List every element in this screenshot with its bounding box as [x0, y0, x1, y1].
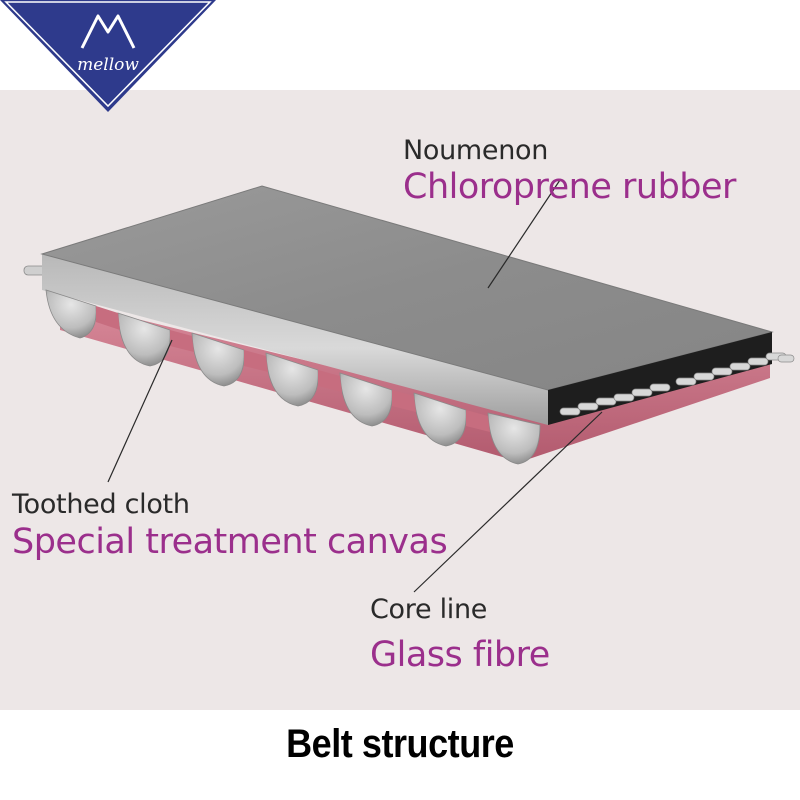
- bottom-band: [0, 710, 800, 800]
- mellow-logo: mellow: [0, 0, 216, 112]
- core-line-title: Core line: [370, 594, 488, 625]
- noumenon-title: Noumenon: [403, 135, 549, 166]
- leader-line-noumenon: [487, 179, 561, 289]
- belt-structure-caption: Belt structure: [286, 722, 514, 766]
- noumenon-material: Chloroprene rubber: [403, 167, 736, 207]
- core-line-material: Glass fibre: [370, 635, 550, 675]
- leader-line-toothed-cloth: [107, 339, 173, 483]
- logo-m-mark: [80, 14, 136, 49]
- toothed-cloth-title: Toothed cloth: [12, 489, 190, 520]
- logo-text: mellow: [77, 55, 139, 75]
- leader-line-core-line: [413, 411, 603, 593]
- toothed-cloth-material: Special treatment canvas: [12, 522, 448, 562]
- right-core-wires: [559, 352, 795, 416]
- belt-teeth: [45, 289, 541, 465]
- leader-lines: [107, 179, 603, 593]
- belt-side-face: [42, 254, 548, 425]
